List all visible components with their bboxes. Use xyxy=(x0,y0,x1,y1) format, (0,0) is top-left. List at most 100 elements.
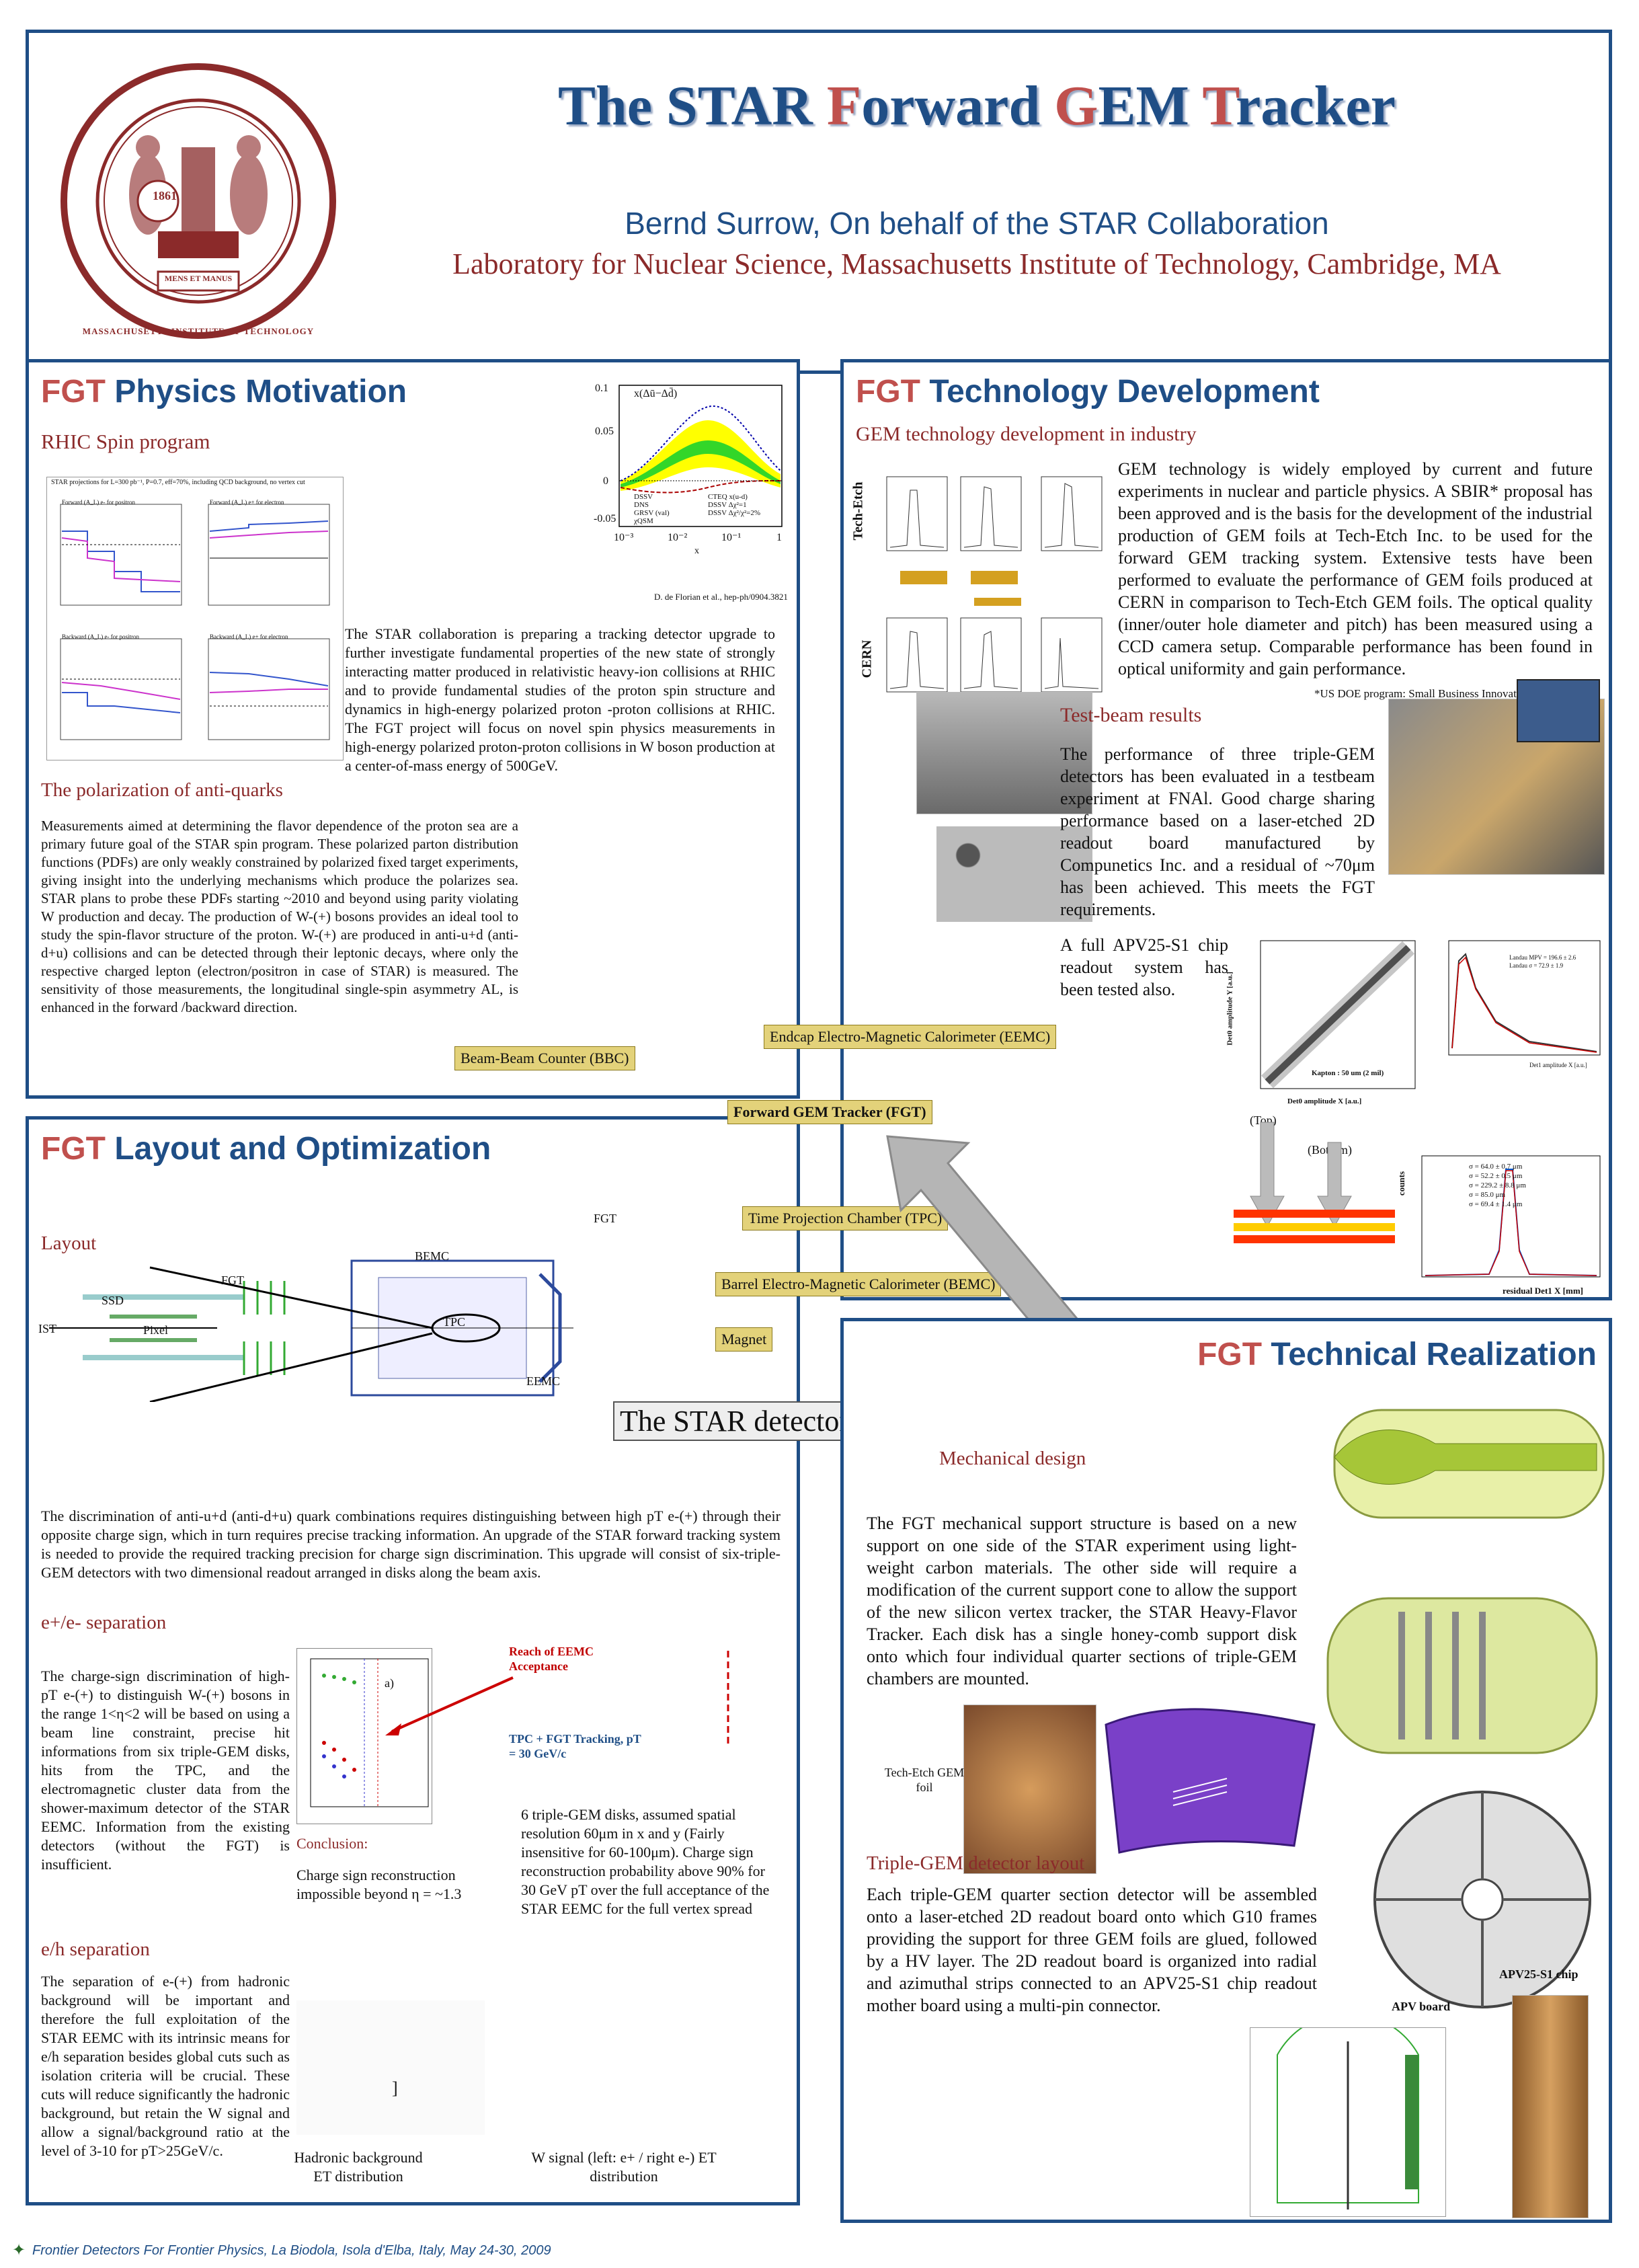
legend-entry: DSSV Δχ²=1 xyxy=(708,501,747,509)
ytick: 0 xyxy=(603,475,608,487)
footer-text: Frontier Detectors For Frontier Physics,… xyxy=(32,2243,551,2258)
test-beam-setup-photo xyxy=(1388,679,1605,875)
readout-board-drawing xyxy=(1250,2027,1446,2217)
apv-chip-inset-photo xyxy=(1517,679,1600,742)
title-part-accent: G xyxy=(1054,75,1098,137)
amplitude-correlation-plot: Kapton : 50 um (2 mil) Det0 amplitude X … xyxy=(1226,934,1422,1109)
sbir-footnote: *US DOE program: Small Business Innovati… xyxy=(1314,687,1576,700)
title-fgt: FGT xyxy=(856,374,920,409)
layout-paragraph-1: The discrimination of anti-u+d (anti-d+u… xyxy=(41,1508,781,1581)
landau-stat: Landau σ = 72.9 ± 1.9 xyxy=(1509,962,1564,969)
projection-plots-graphic xyxy=(60,504,330,740)
plot-citation: D. de Florian et al., hep-ph/0904.3821 xyxy=(654,592,788,602)
title-part: racker xyxy=(1236,75,1396,137)
label-eemc: Endcap Electro-Magnetic Calorimeter (EEM… xyxy=(764,1025,1057,1049)
legend-entry: χQSM xyxy=(634,517,653,525)
label-fgt: Forward GEM Tracker (FGT) xyxy=(727,1100,932,1124)
panel-title: FGT Technology Development xyxy=(856,373,1320,410)
title-fgt: FGT xyxy=(1197,1337,1263,1372)
star-detector-label: The STAR detector xyxy=(613,1401,856,1441)
technology-paragraph-3: A full APV25-S1 chip readout system has … xyxy=(1060,935,1228,999)
disks-text: 6 triple-GEM disks, assumed spatial reso… xyxy=(521,1806,770,1917)
footer-star-icon: ✦ xyxy=(12,2242,26,2259)
hadronic-caption: Hadronic background ET distribution xyxy=(294,2149,423,2185)
eemc-reach-caption: Reach of EEMC Acceptance xyxy=(509,1645,594,1673)
row-label-tech-etch: Tech-Etch xyxy=(850,481,866,541)
projection-subplot-title: Backward (A_L) e- for positron xyxy=(62,633,139,640)
xtick: 10⁻³ xyxy=(614,532,634,543)
ytick: -0.05 xyxy=(594,513,616,524)
apv-board-label: APV board xyxy=(1392,2000,1451,2013)
subheading-charge-separation: e+/e- separation xyxy=(41,1612,167,1633)
layout-label-ssd: SSD xyxy=(102,1294,124,1307)
layout-panel: FGT Layout and Optimization Layout SSD I… xyxy=(26,1116,800,2205)
gem-foil-photo xyxy=(963,1705,1096,1874)
xtick: 1 xyxy=(776,532,782,543)
residual-histogram-graphic xyxy=(1421,1155,1601,1278)
title-rest: Technology Development xyxy=(920,374,1320,409)
gem-optical-plots: Tech-Etch CERN xyxy=(850,470,1109,726)
quarter-section-graphic xyxy=(1105,1708,1316,1854)
seal-year: 1861 xyxy=(153,189,177,202)
ccd-setup-photo xyxy=(916,692,1092,814)
scatter-caption: Kapton : 50 um (2 mil) xyxy=(1312,1069,1384,1077)
tracking-caption: TPC + FGT Tracking, pT = 30 GeV/c xyxy=(509,1732,641,1760)
readout-board-graphic xyxy=(1277,2028,1419,2210)
subheading-layout: Layout xyxy=(41,1233,97,1254)
realization-paragraph-1: The FGT mechanical support structure is … xyxy=(867,1514,1297,1688)
legend-entry: DSSV xyxy=(634,493,653,501)
landau-stat: Landau MPV = 196.6 ± 2.6 xyxy=(1509,954,1576,961)
title-fgt: FGT xyxy=(41,1131,106,1167)
layout-label-fgt-center: FGT xyxy=(594,1212,617,1225)
layout-paragraph-2: The charge-sign discrimination of high-p… xyxy=(41,1668,290,1873)
apv-chip-label: APV25-S1 chip xyxy=(1499,1967,1578,1981)
label-magnet: Magnet xyxy=(715,1327,773,1352)
header-panel: 1861 MENS ET MANUS MASSACHUSETTS INSTITU… xyxy=(26,30,1612,374)
ytick: 0.1 xyxy=(595,383,608,394)
layout-label-bemc: BEMC xyxy=(415,1249,450,1263)
scatter-ylabel: Det0 amplitude Y [a.u.] xyxy=(1226,972,1234,1046)
panel-title: FGT Physics Motivation xyxy=(41,373,407,410)
projection-plot-title: STAR projections for L=300 pb⁻¹, P=0.7, … xyxy=(51,479,305,486)
motivation-paragraph-2: Measurements aimed at determining the fl… xyxy=(41,818,518,1015)
affiliation-line: Laboratory for Nuclear Science, Massachu… xyxy=(452,247,1501,280)
layout-label-pixel: Pixel xyxy=(143,1323,169,1337)
title-part: EM xyxy=(1098,75,1203,137)
residual-histogram: σ = 64.0 ± 0.7 μm σ = 52.2 ± 0.5 μm σ = … xyxy=(1395,1149,1603,1297)
eemc-reach-arrow xyxy=(385,1651,729,1745)
support-cylinder-graphic xyxy=(1326,1409,1605,1754)
sea-polarization-graphic xyxy=(618,385,783,527)
title-rest: Technical Realization xyxy=(1262,1337,1597,1372)
xtick: 10⁻² xyxy=(668,532,688,543)
legend-entry: DNS xyxy=(634,501,649,509)
sea-polarization-plot: x(Δū−Δd̄) 0.1 0.05 0 -0.05 10⁻³ 10⁻² 10⁻… xyxy=(594,380,789,556)
plot-xlabel: x xyxy=(694,546,699,556)
w-signal-caption: W signal (left: e+ / right e-) ET distri… xyxy=(531,2149,717,2185)
title-part-accent: F xyxy=(826,75,862,137)
scatter-xlabel: Det0 amplitude X [a.u.] xyxy=(1287,1097,1362,1105)
projection-subplot-title: Forward (A_L) e- for positron xyxy=(62,499,135,506)
technology-paragraph-2: The performance of three triple-GEM dete… xyxy=(1060,744,1375,919)
subheading-rhic-spin: RHIC Spin program xyxy=(41,430,210,453)
layout-paragraph-3: The separation of e-(+) from hadronic ba… xyxy=(41,1973,290,2159)
ytick: 0.05 xyxy=(595,426,614,437)
hist-stat: σ = 85.0 μm xyxy=(1469,1191,1506,1199)
plot-ylabel: x(Δū−Δd̄) xyxy=(634,388,678,399)
label-bbc: Beam-Beam Counter (BBC) xyxy=(454,1046,635,1070)
conclusion-heading: Conclusion: xyxy=(296,1835,368,1852)
landau-xlabel: Det1 amplitude X [a.u.] xyxy=(1529,1062,1587,1068)
realization-panel: FGT Technical Realization Mechanical des… xyxy=(840,1318,1612,2223)
projection-subplot-title: Backward (A_L) e+ for electron xyxy=(210,633,288,640)
figure-bracket: ] xyxy=(392,2078,398,2098)
hist-xlabel: residual Det1 X [mm] xyxy=(1503,1286,1583,1296)
legend-entry: GRSV (val) xyxy=(634,509,670,517)
subheading-antiquark-polarization: The polarization of anti-quarks xyxy=(41,779,283,801)
hist-stat: σ = 229.2 ± 8.8 μm xyxy=(1469,1181,1526,1189)
gem-foil-label: Tech-Etch GEM foil xyxy=(884,1766,965,1794)
subheading-mechanical-design: Mechanical design xyxy=(939,1448,1086,1469)
charge-sign-plot: a) xyxy=(296,1648,432,1824)
subheading-test-beam: Test-beam results xyxy=(1060,704,1202,726)
title-part: orward xyxy=(861,75,1055,137)
title-rest: Physics Motivation xyxy=(105,374,407,409)
hadronic-background-figure xyxy=(296,2000,485,2135)
